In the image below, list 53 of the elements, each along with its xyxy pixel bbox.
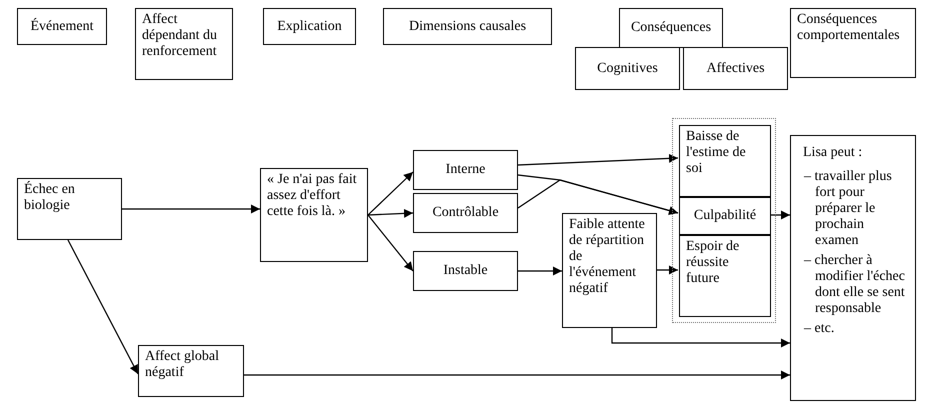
node-text: Affectives	[706, 60, 765, 76]
text-box	[790, 8, 916, 78]
list-item: – etc.	[802, 321, 836, 337]
arrow	[122, 204, 260, 214]
text-box	[679, 197, 771, 235]
arrow	[657, 266, 678, 274]
text-box	[790, 135, 916, 401]
arrow	[518, 266, 562, 276]
text-box	[383, 8, 552, 45]
text-box	[562, 213, 657, 328]
node-text: Affect dépendant du renforcement	[142, 12, 218, 60]
arrow	[368, 172, 414, 216]
arrow	[368, 214, 414, 272]
node-text: Conséquences comportementales	[797, 12, 901, 44]
arrow	[368, 208, 414, 218]
text-box	[263, 8, 356, 45]
arrow	[770, 210, 790, 220]
node-text: Baisse de l'estime de soi	[686, 129, 747, 177]
text-box	[619, 8, 723, 48]
group-frame	[672, 118, 776, 323]
node-text: Interne	[446, 162, 486, 178]
text-box	[679, 125, 771, 197]
node-text: Instable	[443, 263, 488, 279]
arrow	[611, 328, 790, 348]
node-text: Contrôlable	[432, 205, 499, 221]
node-text: Faible attente de répartition de l'événement négatif	[569, 217, 646, 297]
text-box	[135, 8, 233, 80]
text-box	[679, 235, 771, 317]
text-box	[413, 251, 518, 291]
text-box	[413, 150, 518, 190]
node-text: Affect global négatif	[145, 349, 220, 381]
arrow	[67, 240, 139, 374]
node-text: « Je n'ai pas fait assez d'effort cette fois là. »	[267, 172, 358, 220]
text-box	[683, 47, 788, 90]
node-text: Échec en biologie	[24, 182, 76, 214]
text-box	[575, 47, 680, 90]
text-box	[17, 178, 122, 240]
node-text: Dimensions causales	[408, 18, 526, 34]
list-item: – travailler plus fort pour préparer le prochain examen	[802, 169, 893, 249]
node-text: Conséquences	[630, 20, 712, 36]
arrow	[244, 370, 790, 380]
node-text: Événement	[30, 18, 94, 34]
list-heading: Lisa peut :	[802, 145, 864, 161]
node-text: Explication	[277, 18, 342, 34]
text-box	[413, 193, 518, 233]
text-box	[260, 168, 368, 262]
list-item: – chercher à modifier l'échec dont elle se sent responsable	[802, 253, 906, 317]
node-text: Culpabilité	[694, 208, 756, 224]
arrow	[518, 154, 678, 166]
text-box	[17, 8, 107, 45]
node-text: Espoir de réussite future	[686, 239, 740, 287]
text-box	[138, 345, 244, 397]
node-text: Cognitives	[597, 60, 658, 76]
